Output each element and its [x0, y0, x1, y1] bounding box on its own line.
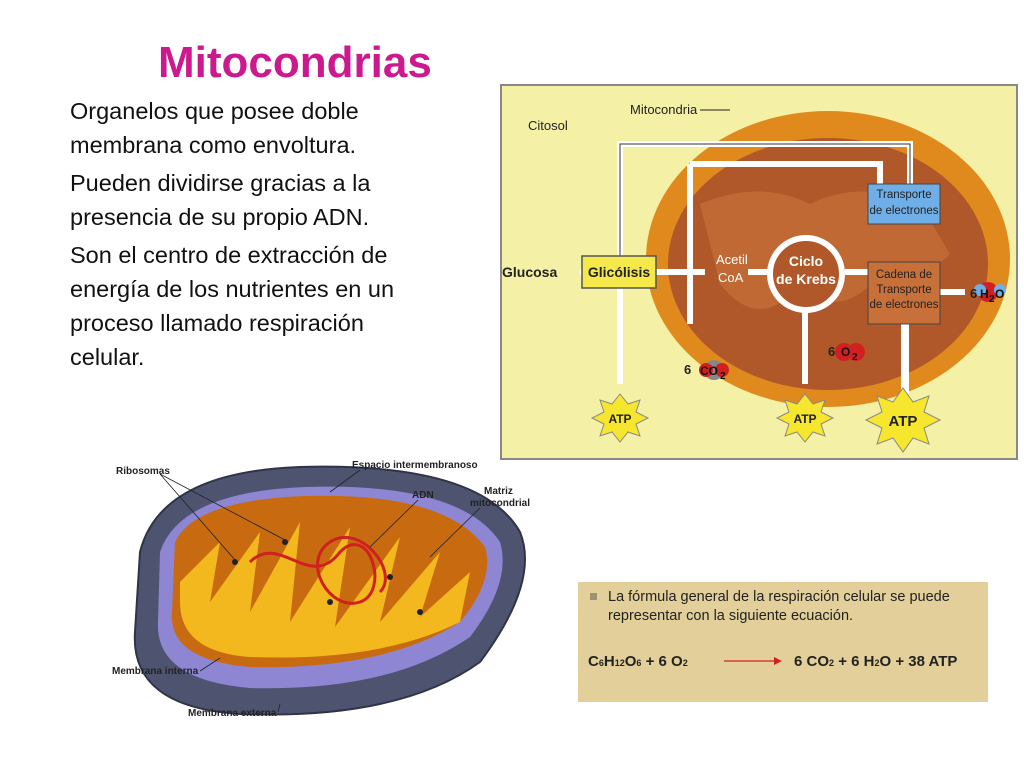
cadena-label: Transporte: [876, 284, 931, 296]
bullet-text: Son el centro de extracción de: [70, 242, 388, 268]
mitochondrion-illustration: Ribosomas Espacio intermembranoso ADN Ma…: [112, 460, 530, 719]
adn-pointer: [369, 499, 419, 548]
bullet-item: Son el centro de extracción de energía d…: [70, 240, 510, 372]
acetil-label: Acetil: [716, 252, 748, 267]
ribosome-dot: [282, 539, 288, 545]
o2-sub: 2: [852, 352, 858, 363]
transporte-label: de electrones: [869, 205, 938, 217]
ribosomas-label: Ribosomas: [116, 466, 170, 477]
cadena-label: de electrones: [869, 299, 938, 311]
ribosome-dot: [327, 599, 333, 605]
o2-count: 6: [828, 344, 835, 359]
glicolisis-box: [581, 255, 657, 289]
co2-label: CO: [700, 364, 718, 378]
krebs-cycle-ring: [767, 235, 845, 313]
square-bullet-icon: [590, 593, 597, 600]
bullet-item: Organelos que posee doble membrana como …: [70, 96, 510, 160]
slide-title: Mitocondrias: [158, 38, 432, 87]
matriz-label: Matriz: [484, 486, 513, 497]
bullet-text: energía de los nutrientes en un: [70, 276, 395, 302]
espacio-pointer: [329, 469, 361, 493]
h2o-molecule-icon: [994, 284, 1006, 296]
equation-products: 6 CO2 + 6 H2O + 38 ATP: [794, 653, 958, 670]
formula-box: La fórmula general de la respiración cel…: [578, 582, 988, 702]
glucosa-label: Glucosa: [502, 264, 557, 280]
membrana-externa-label: Membrana externa: [188, 708, 277, 719]
ribosomas-pointer: [159, 473, 286, 541]
espacio-label: Espacio intermembranoso: [352, 460, 478, 471]
h2o-molecule-icon: [974, 284, 986, 296]
o2-molecule-icon: [847, 343, 865, 361]
bullet-text: celular.: [70, 344, 145, 370]
transporte-box: [867, 183, 941, 225]
bullet-list: Organelos que posee doble membrana como …: [70, 96, 510, 372]
atp-starburst-icon: [864, 387, 942, 453]
bullet-text: membrana como envoltura.: [70, 132, 357, 158]
atp-label: ATP: [608, 412, 631, 426]
dna-strand: [248, 535, 387, 605]
transporte-label: Transporte: [876, 189, 931, 201]
membrana-externa-pointer: [277, 703, 281, 713]
krebs-label: de Krebs: [776, 271, 836, 287]
bullet-text: Pueden dividirse gracias a la: [70, 170, 371, 196]
respiration-diagram: Citosol Mitocondria Ciclo de Krebs Gluco…: [500, 84, 1018, 460]
h2o-label: O: [995, 287, 1004, 301]
bullet-text: proceso llamado respiración: [70, 310, 364, 336]
ribosome-dot: [232, 559, 238, 565]
atp-label: ATP: [889, 413, 918, 430]
citosol-label: Citosol: [528, 118, 568, 133]
o2-label: O: [841, 345, 850, 359]
bullet-item: Pueden dividirse gracias a la presencia …: [70, 168, 510, 232]
membrana-interna-pointer: [199, 657, 221, 672]
ribosome-dot: [417, 609, 423, 615]
matriz-label: mitocondrial: [470, 498, 530, 509]
formula-equation: C6H12O6 + 6 O2 6 CO2 + 6 H2O + 38 ATP: [588, 653, 983, 675]
glicolisis-label: Glicólisis: [588, 264, 650, 280]
cadena-label: Cadena de: [876, 269, 932, 281]
flow-arrow: [619, 143, 911, 274]
co2-molecule-icon: [699, 363, 713, 377]
adn-label: ADN: [412, 490, 434, 501]
reaction-arrow-icon: [724, 657, 782, 665]
coa-label: CoA: [718, 270, 744, 285]
h2o-label: H: [980, 287, 989, 301]
ribosome-dot: [387, 574, 393, 580]
flow-arrow: [690, 161, 883, 189]
mitocondria-label: Mitocondria: [630, 102, 698, 117]
cadena-box: [867, 261, 941, 325]
ribosomas-pointer: [159, 473, 236, 561]
bullet-text: presencia de su propio ADN.: [70, 204, 370, 230]
krebs-label: Ciclo: [789, 253, 823, 269]
atp-label: ATP: [793, 412, 816, 426]
co2-sub: 2: [720, 371, 726, 382]
formula-intro: La fórmula general de la respiración cel…: [608, 589, 950, 624]
co2-molecule-icon: [715, 363, 729, 377]
membrana-interna-label: Membrana interna: [112, 666, 199, 677]
atp-starburst-icon: [590, 393, 650, 443]
co2-count: 6: [684, 362, 691, 377]
h2o-count: 6: [970, 286, 977, 301]
bullet-text: Organelos que posee doble: [70, 98, 359, 124]
matriz-pointer: [429, 507, 481, 558]
atp-starburst-icon: [775, 393, 835, 443]
equation-reactants: C6H12O6 + 6 O2: [588, 653, 688, 670]
h2o-sub: 2: [989, 294, 995, 305]
